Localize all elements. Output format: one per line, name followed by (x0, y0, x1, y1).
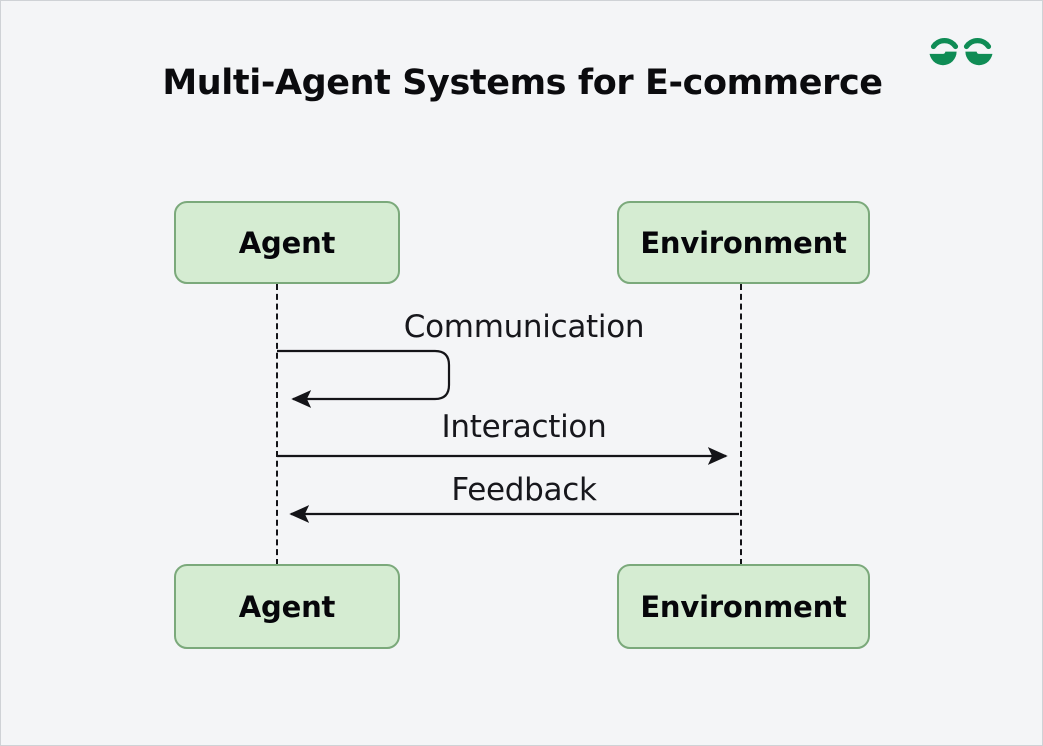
message-label-feedback: Feedback (451, 472, 597, 508)
lifeline-environment (740, 284, 742, 565)
participant-environment-top[interactable]: Environment (617, 201, 870, 284)
participant-agent-bottom-label: Agent (238, 589, 336, 624)
participant-agent-top[interactable]: Agent (174, 201, 400, 284)
participant-agent-top-label: Agent (238, 225, 336, 260)
page-title: Multi-Agent Systems for E-commerce (162, 63, 883, 103)
participant-environment-bottom[interactable]: Environment (617, 564, 870, 649)
lifeline-agent (276, 284, 278, 565)
message-label-interaction: Interaction (441, 409, 607, 445)
participant-environment-bottom-label: Environment (640, 589, 847, 624)
logo-glyph (927, 38, 995, 66)
participant-environment-top-label: Environment (640, 225, 847, 260)
geeksforgeeks-logo-icon (927, 29, 995, 77)
message-label-communication: Communication (403, 309, 645, 345)
participant-agent-bottom[interactable]: Agent (174, 564, 400, 649)
message-arrow-communication (277, 349, 451, 408)
